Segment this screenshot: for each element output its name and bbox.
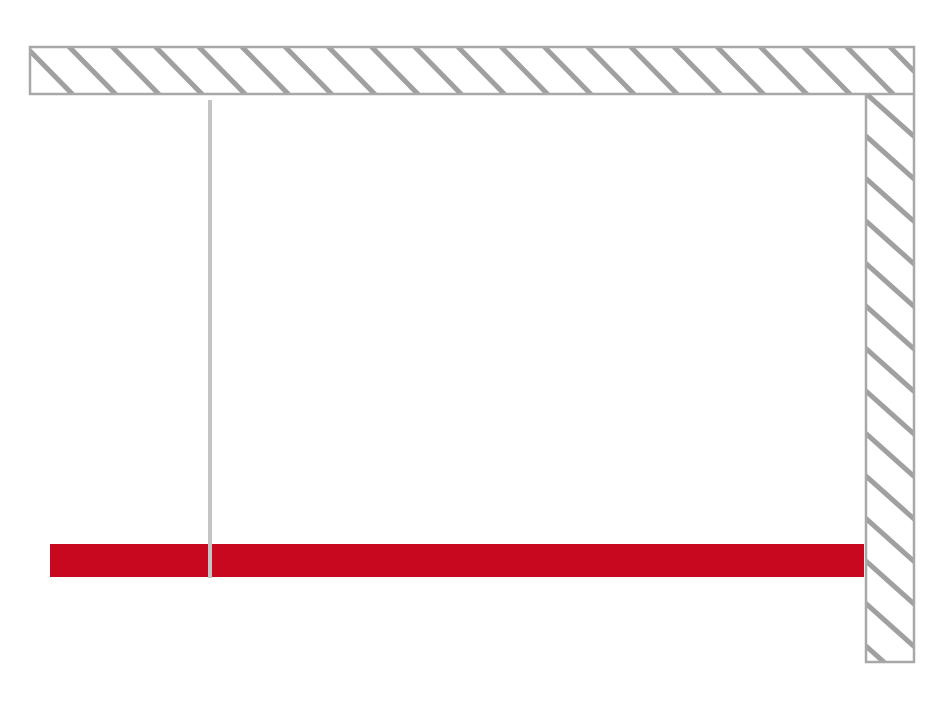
wall-hatch-stroke: [627, 47, 681, 94]
wall-hatch-stroke: [866, 557, 914, 608]
wall-hatch-stroke: [368, 47, 422, 94]
wall-hatch-stroke: [541, 47, 595, 94]
wall-hatch-stroke: [757, 47, 811, 94]
wall-hatch-stroke: [866, 132, 914, 183]
wall-hatch-stroke: [497, 47, 551, 94]
wall-hatch-stroke: [866, 600, 914, 650]
wall-hatch-stroke: [866, 387, 914, 438]
wall-hatch-stroke: [152, 47, 206, 94]
wall-hatch-stroke: [800, 47, 854, 94]
ceiling-support-bar: [208, 100, 212, 578]
wall-hatch-stroke: [325, 47, 379, 94]
wall-hatch-stroke: [195, 47, 249, 94]
wall-hatch-stroke: [411, 47, 465, 94]
wall-hatch-stroke: [866, 217, 914, 268]
wall-top-hatched: [28, 45, 916, 96]
wall-hatch-stroke: [238, 47, 292, 94]
wall-hatch-stroke: [866, 260, 914, 310]
wall-hatch-stroke: [670, 47, 724, 94]
wall-hatch-stroke: [866, 345, 914, 395]
wall-top-outline: [28, 45, 916, 96]
wall-hatch-stroke: [866, 642, 888, 662]
wall-hatch-stroke: [866, 515, 914, 565]
wall-hatch-stroke: [109, 47, 163, 94]
wall-hatch-stroke: [866, 94, 914, 140]
glass-panel: [50, 544, 864, 577]
wall-right-outline: [864, 94, 916, 664]
wall-right-hatched: [864, 94, 916, 664]
wall-hatch-stroke: [866, 175, 914, 225]
wall-hatch-stroke: [65, 47, 119, 94]
wall-hatch-stroke: [454, 47, 508, 94]
wall-hatch-stroke: [866, 302, 914, 353]
wall-hatch-stroke: [866, 430, 914, 480]
wall-hatch-stroke: [866, 472, 914, 523]
wall-hatch-stroke: [713, 47, 767, 94]
wall-hatch-stroke: [30, 47, 76, 94]
wall-hatch-stroke: [843, 47, 897, 94]
wall-hatch-stroke: [281, 47, 335, 94]
wall-hatch-stroke: [584, 47, 638, 94]
